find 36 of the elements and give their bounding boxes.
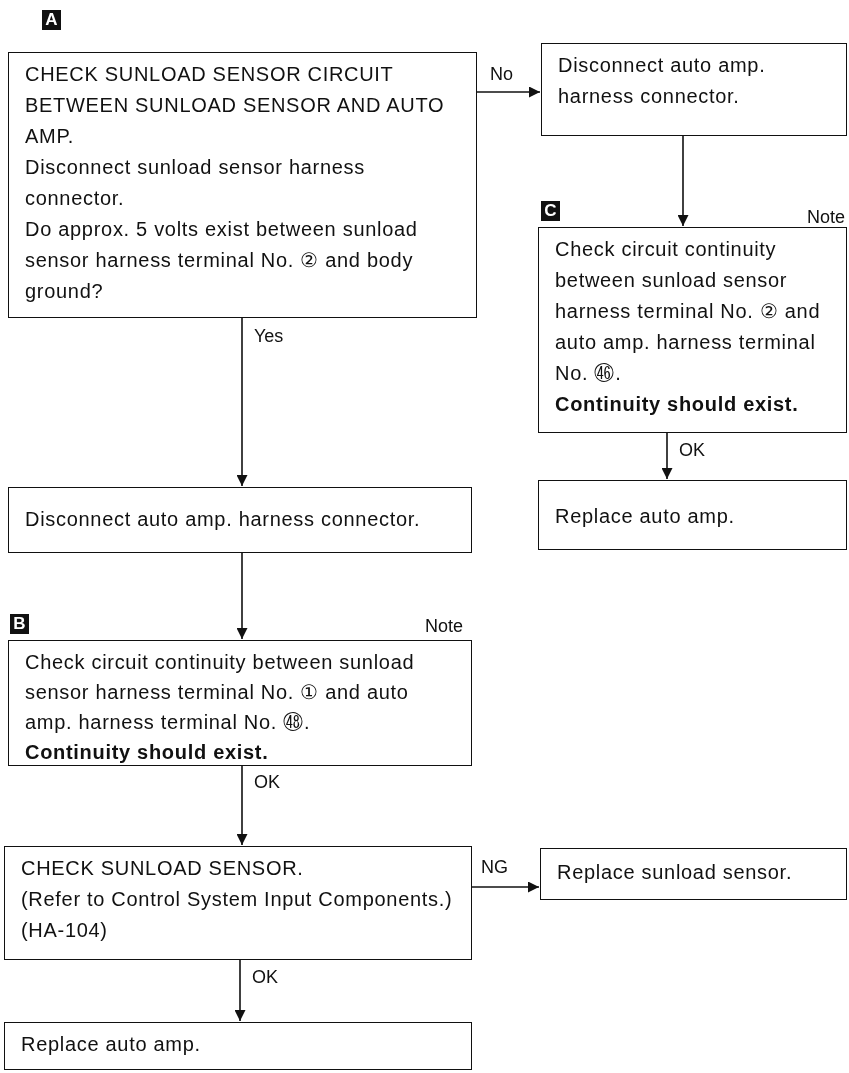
instruction-text: Replace sunload sensor. (557, 860, 794, 885)
arrow (236, 317, 248, 487)
step-heading: CHECK SUNLOAD SENSOR CIRCUIT BETWEEN SUNLOAD SENSOR AND AUTO AMP. (25, 62, 446, 149)
note-label: Note (425, 616, 464, 636)
result-text: Continuity should exist. (555, 392, 800, 417)
arrow (471, 881, 540, 893)
result-text: Continuity should exist. (25, 740, 270, 765)
arrow (661, 432, 673, 480)
instruction-text: Check circuit continuity between sunload sensor harness terminal No. ② and auto amp. harness terminal No. ㊻. (555, 237, 822, 386)
step-badge: C (541, 201, 560, 221)
instruction-text: Check circuit continuity between sunload sensor harness terminal No. ① and auto amp. harness terminal No. ㊽. (25, 650, 416, 735)
step-badge: B (10, 614, 29, 634)
instruction-text: Disconnect auto amp. harness connector. (25, 507, 422, 532)
process-box (541, 43, 847, 136)
arrow (236, 552, 248, 640)
step-badge: A (42, 10, 61, 30)
instruction-text: (Refer to Control System Input Components.) (HA-104) (21, 887, 454, 943)
instruction-text: Do approx. 5 volts exist between sunload sensor harness terminal No. ② and body ground? (25, 217, 419, 304)
process-box (8, 52, 477, 318)
process-box (4, 1022, 472, 1070)
instruction-text: Disconnect auto amp. harness connector. (558, 53, 767, 109)
instruction-text: Replace auto amp. (21, 1032, 202, 1057)
process-box (4, 846, 472, 960)
arrow (236, 765, 248, 846)
arrow (476, 86, 541, 98)
arrow (234, 959, 246, 1022)
instruction-text: Replace auto amp. (555, 504, 736, 529)
process-box (538, 480, 847, 550)
note-label: Note (807, 207, 846, 227)
step-heading: CHECK SUNLOAD SENSOR. (21, 856, 305, 881)
instruction-text: Disconnect sunload sensor harness connector. (25, 155, 366, 211)
process-box (538, 227, 847, 433)
process-box (8, 640, 472, 766)
process-box (540, 848, 847, 900)
arrow (677, 135, 689, 227)
process-box (8, 487, 472, 553)
